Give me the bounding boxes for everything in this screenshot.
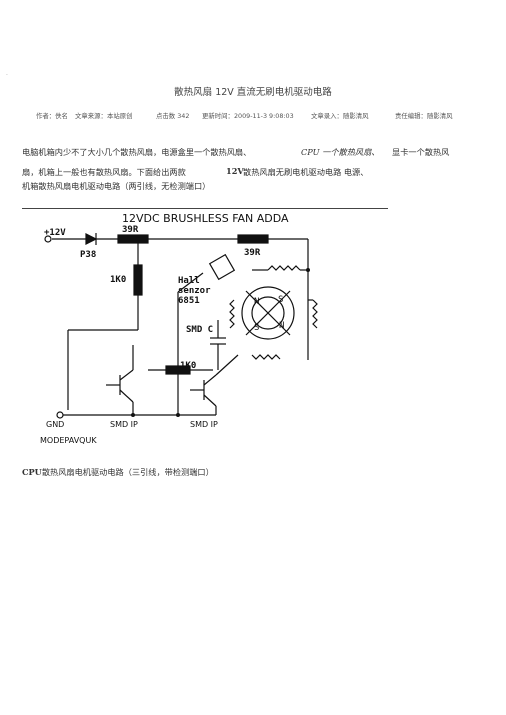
label-pole-n1: N	[254, 297, 259, 307]
circuit-heading: 12VDC BRUSHLESS FAN ADDA	[122, 212, 289, 225]
intro-line1-a: 电脑机箱内少不了大小几个散热风扇，电源盒里一个散热风扇、	[22, 147, 252, 157]
label-r3: 1K0	[110, 275, 126, 285]
label-pole-s1: S	[278, 295, 283, 305]
label-hall-3: 6851	[178, 296, 200, 306]
label-model: MODEPAVQUK	[40, 436, 97, 445]
caption-cpu-bold: CPU	[22, 467, 42, 477]
intro-line1-c: 显卡一个散热风	[392, 147, 450, 157]
intro-line1-b: CPU 一个散热风扇、	[301, 147, 380, 157]
label-diode: P38	[80, 250, 96, 260]
intro-line2-c: 散热风扇无刷电机驱动电路 电源、	[243, 167, 369, 177]
label-r2: 39R	[244, 248, 261, 258]
label-q1: SMD IP	[110, 420, 138, 429]
meta-author: 作者：佚名	[36, 112, 68, 120]
label-pole-n2: N	[279, 321, 284, 331]
meta-editor-in: 文章录入：随影清风	[311, 112, 369, 120]
label-r1: 39R	[122, 225, 139, 235]
fan-circuit-diagram: 12VDC BRUSHLESS FAN ADDA +12V P38 39R 39…	[40, 212, 318, 445]
label-hall-1: Hall	[178, 276, 200, 286]
meta-updated: 更新时间：2009-11-3 9:08:03	[202, 112, 294, 120]
label-gnd: GND	[46, 420, 64, 429]
label-supply: +12V	[44, 228, 66, 238]
meta-editor: 责任编辑：随影清风	[395, 112, 453, 120]
intro-line2-b: 12V	[226, 166, 244, 176]
label-q2: SMD IP	[190, 420, 218, 429]
separator-line	[22, 208, 388, 209]
label-pole-s2: S	[254, 323, 259, 333]
meta-clicks: 点击数 342	[156, 112, 190, 120]
caption-cpu-circuit: CPU散热风扇电机驱动电路（三引线，带检测端口）	[22, 466, 214, 478]
label-r4: 1K0	[180, 361, 196, 371]
intro-line3: 机箱散热风扇电机驱动电路（两引线，无检测端口）	[22, 181, 211, 191]
label-cap: SMD C	[186, 325, 213, 335]
label-hall-2: senzor	[178, 286, 211, 296]
meta-source: 文章来源：本站原创	[75, 112, 133, 120]
intro-line2-a: 扇，机箱上一般也有散热风扇。下面给出两款	[22, 167, 186, 177]
caption-cpu-text: 散热风扇电机驱动电路（三引线，带检测端口）	[41, 467, 214, 477]
article-title: 散热风扇 12V 直流无刷电机驱动电路	[174, 87, 332, 98]
corner-mark: ·	[6, 72, 8, 79]
